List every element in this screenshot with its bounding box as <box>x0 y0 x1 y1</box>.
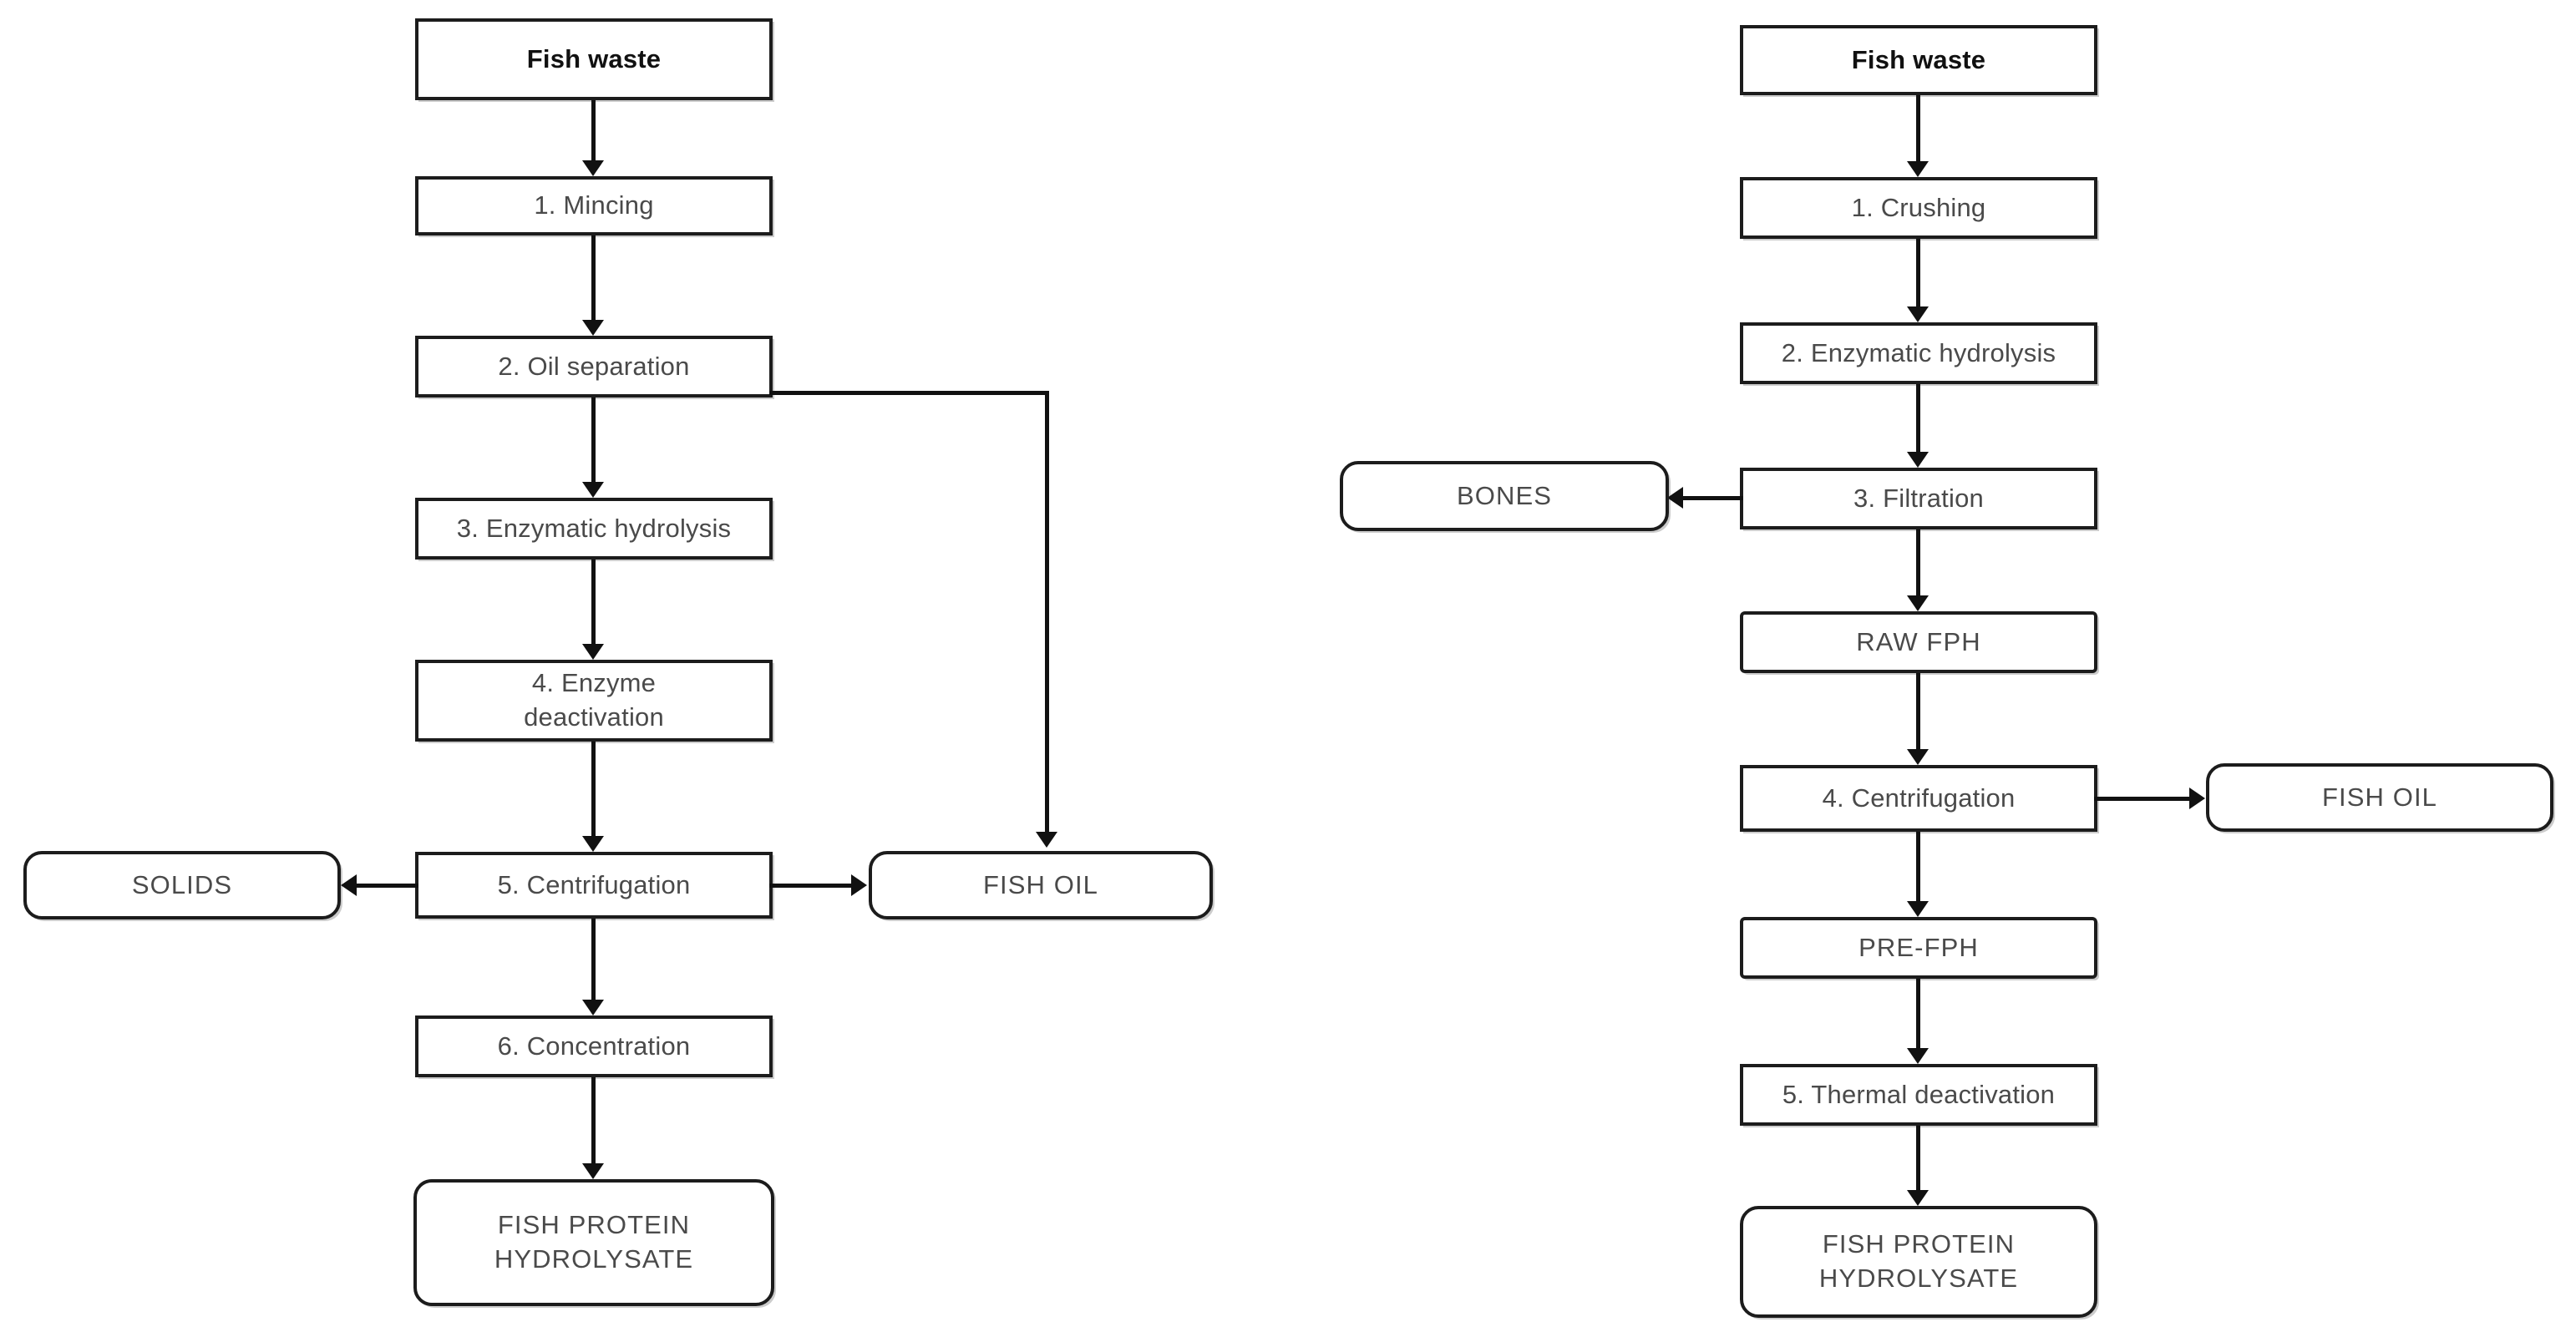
node-label: 2. Oil separation <box>498 351 690 381</box>
edge-right-prefph-to-step5 <box>1916 979 1920 1054</box>
node-label: Fish waste <box>526 43 662 73</box>
node-label-line2: HYDROLYSATE <box>1818 1264 2019 1293</box>
edge-left-centrifugation-to-fishoil <box>769 884 853 888</box>
node-label: 2. Enzymatic hydrolysis <box>1781 337 2056 367</box>
arrowhead-down-icon <box>1907 452 1929 468</box>
edge-left-step1-to-step2 <box>591 236 596 326</box>
node-right-fish-waste[interactable]: Fish waste <box>1740 25 2097 95</box>
arrowhead-down-icon <box>582 836 604 852</box>
node-label: Fish waste <box>1851 44 1986 74</box>
node-label-line2: deactivation <box>524 702 664 732</box>
edge-left-step3-to-step4 <box>591 560 596 650</box>
node-right-filtration[interactable]: 3. Filtration <box>1740 468 2097 529</box>
node-right-crushing[interactable]: 1. Crushing <box>1740 177 2097 239</box>
arrowhead-down-icon <box>1907 595 1929 611</box>
node-label-line1: FISH PROTEIN <box>1822 1229 2016 1259</box>
node-label-line1: 4. Enzyme <box>531 668 657 698</box>
edge-left-step2-to-step3 <box>591 398 596 488</box>
node-label: 6. Concentration <box>497 1031 691 1061</box>
node-left-fish-waste[interactable]: Fish waste <box>415 18 773 100</box>
node-label: 3. Enzymatic hydrolysis <box>456 513 732 543</box>
node-left-mincing[interactable]: 1. Mincing <box>415 176 773 236</box>
node-right-thermal-deactivation[interactable]: 5. Thermal deactivation <box>1740 1064 2097 1126</box>
edge-left-step4-to-step5 <box>591 742 596 842</box>
edge-left-start-to-step1 <box>591 100 596 166</box>
arrowhead-down-icon <box>582 160 604 176</box>
arrowhead-left-icon <box>341 874 357 896</box>
node-right-raw-fph[interactable]: RAW FPH <box>1740 611 2097 673</box>
node-right-bones[interactable]: BONES <box>1340 461 1669 531</box>
node-label: SOLIDS <box>131 869 233 899</box>
node-right-enzymatic-hydrolysis[interactable]: 2. Enzymatic hydrolysis <box>1740 322 2097 384</box>
arrowhead-down-icon <box>1907 161 1929 177</box>
arrowhead-down-icon <box>582 644 604 660</box>
edge-right-step2-to-step3 <box>1916 384 1920 458</box>
node-left-concentration[interactable]: 6. Concentration <box>415 1015 773 1077</box>
arrowhead-down-icon <box>1907 1190 1929 1206</box>
node-label-line2: HYDROLYSATE <box>494 1244 694 1274</box>
node-left-oil-separation[interactable]: 2. Oil separation <box>415 336 773 398</box>
node-label: PRE-FPH <box>1858 932 1979 962</box>
edge-left-step6-to-fph <box>591 1077 596 1169</box>
node-label: 5. Centrifugation <box>497 869 691 899</box>
edge-right-step4-to-prefph <box>1916 832 1920 907</box>
arrowhead-down-icon <box>1907 901 1929 917</box>
node-label-line1: FISH PROTEIN <box>497 1210 691 1240</box>
node-right-fish-oil[interactable]: FISH OIL <box>2206 763 2553 832</box>
edge-right-rawfph-to-step4 <box>1916 673 1920 755</box>
node-right-fish-protein-hydrolysate[interactable]: FISH PROTEIN HYDROLYSATE <box>1740 1206 2097 1318</box>
edge-right-step1-to-step2 <box>1916 239 1920 312</box>
node-label: 1. Mincing <box>534 190 654 220</box>
node-right-centrifugation[interactable]: 4. Centrifugation <box>1740 765 2097 832</box>
edge-right-step3-to-rawfph <box>1916 529 1920 601</box>
arrowhead-down-icon <box>1907 749 1929 765</box>
arrowhead-down-icon <box>582 1163 604 1179</box>
node-label: 4. Centrifugation <box>1822 782 2016 813</box>
arrowhead-right-icon <box>851 874 867 896</box>
arrowhead-right-icon <box>2189 788 2205 809</box>
arrowhead-left-icon <box>1667 487 1683 509</box>
edge-right-step5-to-fph <box>1916 1126 1920 1196</box>
arrowhead-down-icon <box>1036 832 1057 848</box>
arrowhead-down-icon <box>582 1000 604 1015</box>
node-left-enzymatic-hydrolysis[interactable]: 3. Enzymatic hydrolysis <box>415 498 773 560</box>
edge-right-centrifugation-to-fishoil <box>2094 797 2191 801</box>
node-label: FISH OIL <box>2322 782 2437 812</box>
node-label: 5. Thermal deactivation <box>1782 1079 2056 1109</box>
node-label: 1. Crushing <box>1851 192 1986 222</box>
node-label: 3. Filtration <box>1853 483 1984 513</box>
node-left-enzyme-deactivation[interactable]: 4. Enzyme deactivation <box>415 660 773 742</box>
node-label: RAW FPH <box>1856 626 1981 656</box>
node-left-fish-oil[interactable]: FISH OIL <box>869 851 1213 919</box>
node-left-centrifugation[interactable]: 5. Centrifugation <box>415 852 773 919</box>
node-left-solids[interactable]: SOLIDS <box>23 851 341 919</box>
arrowhead-down-icon <box>582 482 604 498</box>
edge-left-centrifugation-to-solids <box>355 884 418 888</box>
edge-left-oilsep-to-fishoil-horizontal <box>769 391 1049 395</box>
node-label: BONES <box>1456 480 1553 510</box>
node-right-pre-fph[interactable]: PRE-FPH <box>1740 917 2097 979</box>
edge-right-start-to-step1 <box>1916 95 1920 167</box>
node-label: FISH OIL <box>983 869 1098 899</box>
edge-right-filtration-to-bones <box>1681 496 1743 500</box>
edge-left-oilsep-to-fishoil-vertical <box>1045 391 1049 836</box>
arrowhead-down-icon <box>1907 306 1929 322</box>
arrowhead-down-icon <box>582 320 604 336</box>
node-left-fish-protein-hydrolysate[interactable]: FISH PROTEIN HYDROLYSATE <box>413 1179 774 1306</box>
edge-left-step5-to-step6 <box>591 919 596 1005</box>
arrowhead-down-icon <box>1907 1048 1929 1064</box>
